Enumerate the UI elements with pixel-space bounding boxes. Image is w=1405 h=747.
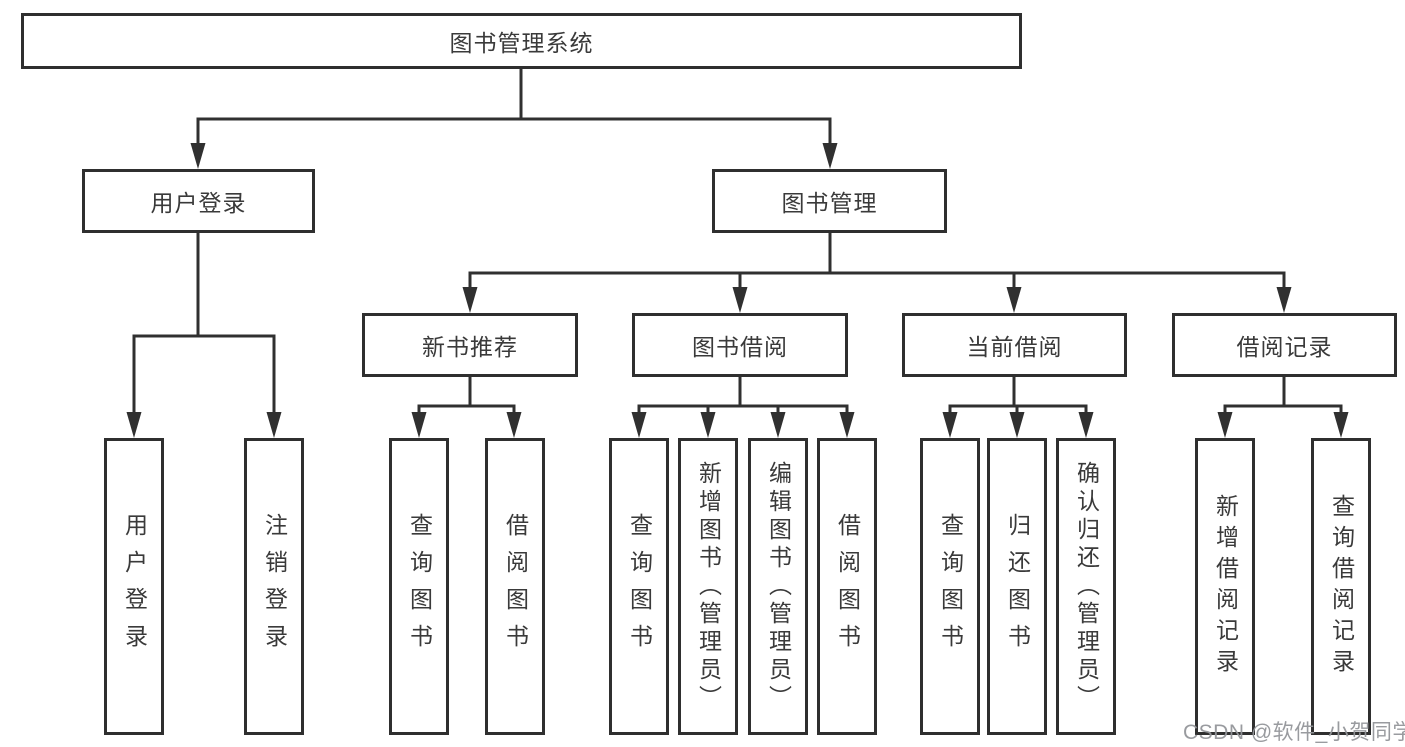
node-book-management: 图书管理 <box>712 169 947 233</box>
leaf-bb-edit-book-admin: 编辑图书（管理员） <box>748 438 808 735</box>
leaf-bb-borrow-book-label: 借阅图书 <box>834 512 861 661</box>
leaf-rec-query-book: 查询图书 <box>389 438 449 735</box>
leaf-rec-query-book-label: 查询图书 <box>406 512 433 661</box>
node-book-borrowing: 图书借阅 <box>632 313 848 377</box>
leaf-rec-borrow-book: 借阅图书 <box>485 438 545 735</box>
leaf-br-query-record: 查询借阅记录 <box>1311 438 1371 735</box>
leaf-br-add-record: 新增借阅记录 <box>1195 438 1255 735</box>
leaf-br-add-record-label: 新增借阅记录 <box>1212 493 1239 680</box>
leaf-cb-confirm-return-admin: 确认归还（管理员） <box>1056 438 1116 735</box>
node-current-borrowing: 当前借阅 <box>902 313 1127 377</box>
leaf-bb-edit-book-admin-label: 编辑图书（管理员） <box>765 460 792 713</box>
node-new-book-recommendation: 新书推荐 <box>362 313 578 377</box>
node-borrowing-records: 借阅记录 <box>1172 313 1397 377</box>
leaf-logout: 注销登录 <box>244 438 304 735</box>
node-library-management-system: 图书管理系统 <box>21 13 1022 69</box>
leaf-rec-borrow-book-label: 借阅图书 <box>502 512 529 661</box>
leaf-br-query-record-label: 查询借阅记录 <box>1328 493 1355 680</box>
leaf-cb-confirm-return-admin-label: 确认归还（管理员） <box>1073 460 1100 713</box>
leaf-bb-query-book: 查询图书 <box>609 438 669 735</box>
leaf-bb-query-book-label: 查询图书 <box>626 512 653 661</box>
csdn-watermark: CSDN @软件_小贺同学 <box>1183 721 1405 744</box>
leaf-cb-return-book: 归还图书 <box>987 438 1047 735</box>
leaf-bb-borrow-book: 借阅图书 <box>817 438 877 735</box>
leaf-bb-add-book-admin: 新增图书（管理员） <box>678 438 738 735</box>
leaf-cb-query-book-label: 查询图书 <box>937 512 964 661</box>
leaf-logout-label: 注销登录 <box>261 512 288 661</box>
leaf-cb-query-book: 查询图书 <box>920 438 980 735</box>
node-user-login: 用户登录 <box>82 169 315 233</box>
leaf-user-login-label: 用户登录 <box>121 512 148 661</box>
leaf-cb-return-book-label: 归还图书 <box>1004 512 1031 661</box>
leaf-bb-add-book-admin-label: 新增图书（管理员） <box>695 460 722 713</box>
leaf-user-login: 用户登录 <box>104 438 164 735</box>
